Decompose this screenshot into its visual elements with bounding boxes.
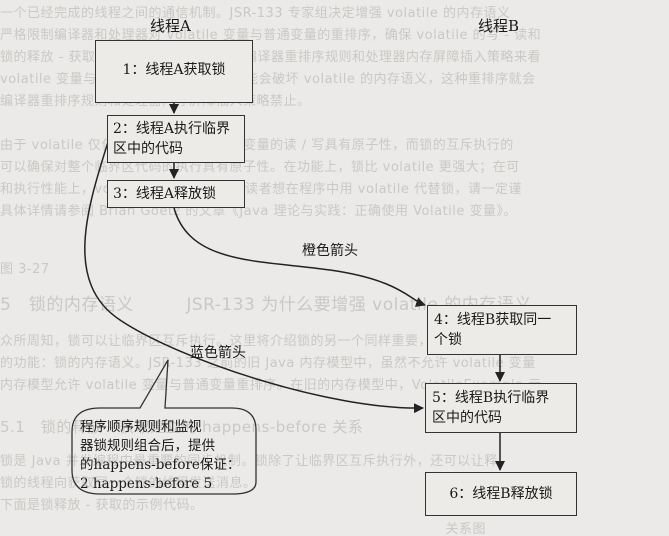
orange-arrow-label: 橙色箭头 xyxy=(302,243,358,259)
node-a3-release-lock: 3：线程A释放锁 xyxy=(107,180,245,208)
note-line3: 的happens-before保证： xyxy=(80,457,241,473)
thread-a-title: 线程A xyxy=(150,17,191,35)
node-b6-release-lock: 6：线程B释放锁 xyxy=(425,472,577,516)
happens-before-note: 程序顺序规则和监视 器锁规则组合后，提供 的happens-before保证： … xyxy=(80,418,252,494)
node-b5-text-line1: 5：线程B执行临界 xyxy=(432,390,550,406)
node-b4-text-line1: 4：线程B获取同一 xyxy=(434,312,552,328)
note-callout-shape xyxy=(71,359,257,495)
node-a2-text-line2: 区中的代码 xyxy=(113,141,183,157)
node-a1-text: 1：线程A获取锁 xyxy=(122,62,226,78)
node-b4-text-line2: 个锁 xyxy=(434,332,462,348)
note-line2: 器锁规则组合后，提供 xyxy=(80,438,215,454)
node-a3-text: 3：线程A释放锁 xyxy=(113,186,217,202)
node-b5-execute-critical: 5：线程B执行临界 区中的代码 xyxy=(425,383,577,433)
note-line4: 2 happens-before 5 xyxy=(80,476,213,492)
node-b5-text-line2: 区中的代码 xyxy=(432,410,502,426)
node-b4-acquire-same-lock: 4：线程B获取同一 个锁 xyxy=(427,305,577,355)
orange-arrow xyxy=(173,207,426,307)
thread-b-title: 线程B xyxy=(478,17,520,35)
blue-arrow xyxy=(84,125,424,414)
node-a2-execute-critical: 2：线程A执行临界 区中的代码 xyxy=(107,115,245,163)
node-b6-text: 6：线程B释放锁 xyxy=(449,486,553,502)
blue-arrow-label: 蓝色箭头 xyxy=(190,345,246,361)
node-a2-text-line1: 2：线程A执行临界 xyxy=(113,121,231,137)
node-a1-acquire-lock: 1：线程A获取锁 xyxy=(95,40,253,103)
note-line1: 程序顺序规则和监视 xyxy=(80,419,202,435)
